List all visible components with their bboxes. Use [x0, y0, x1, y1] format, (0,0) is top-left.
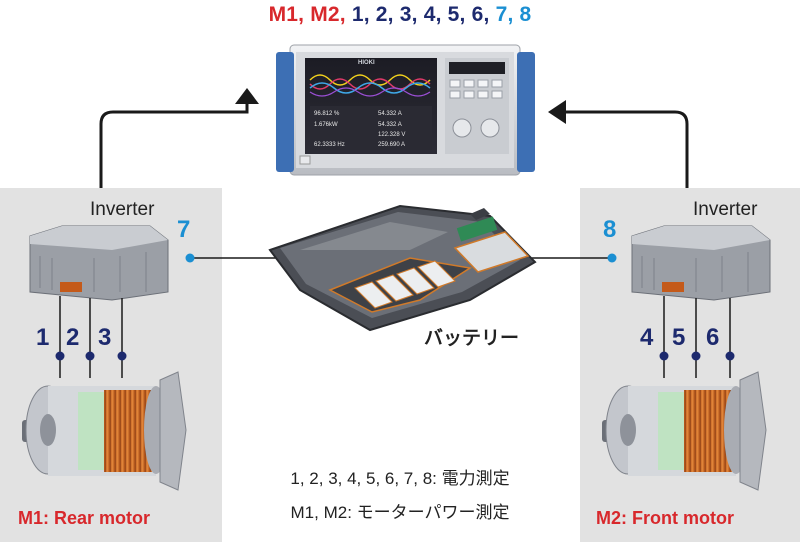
readout-3: 62.3333 Hz — [314, 142, 345, 148]
left-inverter-label: Inverter — [90, 199, 155, 220]
title-motors: M1, M2, — [268, 3, 346, 26]
right-probe-5 — [691, 351, 701, 361]
right-inverter-channel: 8 — [603, 216, 617, 243]
battery-label: バッテリー — [424, 328, 520, 349]
left-channel-2: 2 — [66, 324, 80, 351]
left-inverter-channel: 7 — [177, 216, 191, 243]
right-signal-arrow — [548, 100, 689, 188]
right-probe-8 — [607, 253, 617, 263]
left-probe-1 — [55, 351, 65, 361]
right-motor-label: M2: Front motor — [596, 508, 734, 528]
legend-motor-power: M1, M2: モーターパワー測定 — [290, 503, 510, 522]
readout-6: 122.328 V — [378, 132, 405, 138]
left-signal-arrow — [99, 88, 259, 188]
title-channel-7: 7, — [495, 3, 514, 26]
right-probe-4 — [659, 351, 669, 361]
right-channel-6: 6 — [706, 324, 720, 351]
readout-1: 96.812 % — [314, 111, 340, 117]
right-inverter-label: Inverter — [693, 199, 758, 220]
left-phase-wires — [59, 296, 123, 378]
analyzer-waveform — [309, 74, 431, 97]
title-channels: 1, 2, 3, 4, 5, 6, — [351, 3, 490, 26]
left-motor — [22, 371, 187, 491]
right-inverter — [631, 225, 771, 301]
legend-power: 1, 2, 3, 4, 5, 6, 7, 8: 電力測定 — [290, 469, 510, 488]
power-analyzer: 96.812 % 1.676kW 62.3333 Hz 54.332 A 54.… — [276, 44, 535, 176]
readout-4: 54.332 A — [378, 111, 402, 117]
left-channel-1: 1 — [36, 324, 50, 351]
title-channel-8: 8 — [519, 3, 532, 26]
right-probe-6 — [725, 351, 735, 361]
left-probe-7 — [185, 253, 195, 263]
right-channel-4: 4 — [640, 324, 654, 351]
right-phase-wires — [663, 296, 731, 378]
right-channel-5: 5 — [672, 324, 686, 351]
battery-pack — [268, 204, 537, 332]
right-motor — [602, 371, 767, 491]
analyzer-brand: HIOKI — [358, 60, 375, 66]
left-probe-3 — [117, 351, 127, 361]
readout-2: 1.676kW — [314, 122, 338, 128]
left-inverter — [29, 225, 169, 301]
left-channel-3: 3 — [98, 324, 112, 351]
readout-5: 54.332 A — [378, 122, 402, 128]
diagram-title: M1, M2, 1, 2, 3, 4, 5, 6, 7, 8 — [0, 3, 800, 27]
left-probe-2 — [85, 351, 95, 361]
readout-7: 259.690 A — [378, 142, 405, 148]
left-motor-label: M1: Rear motor — [18, 508, 151, 528]
